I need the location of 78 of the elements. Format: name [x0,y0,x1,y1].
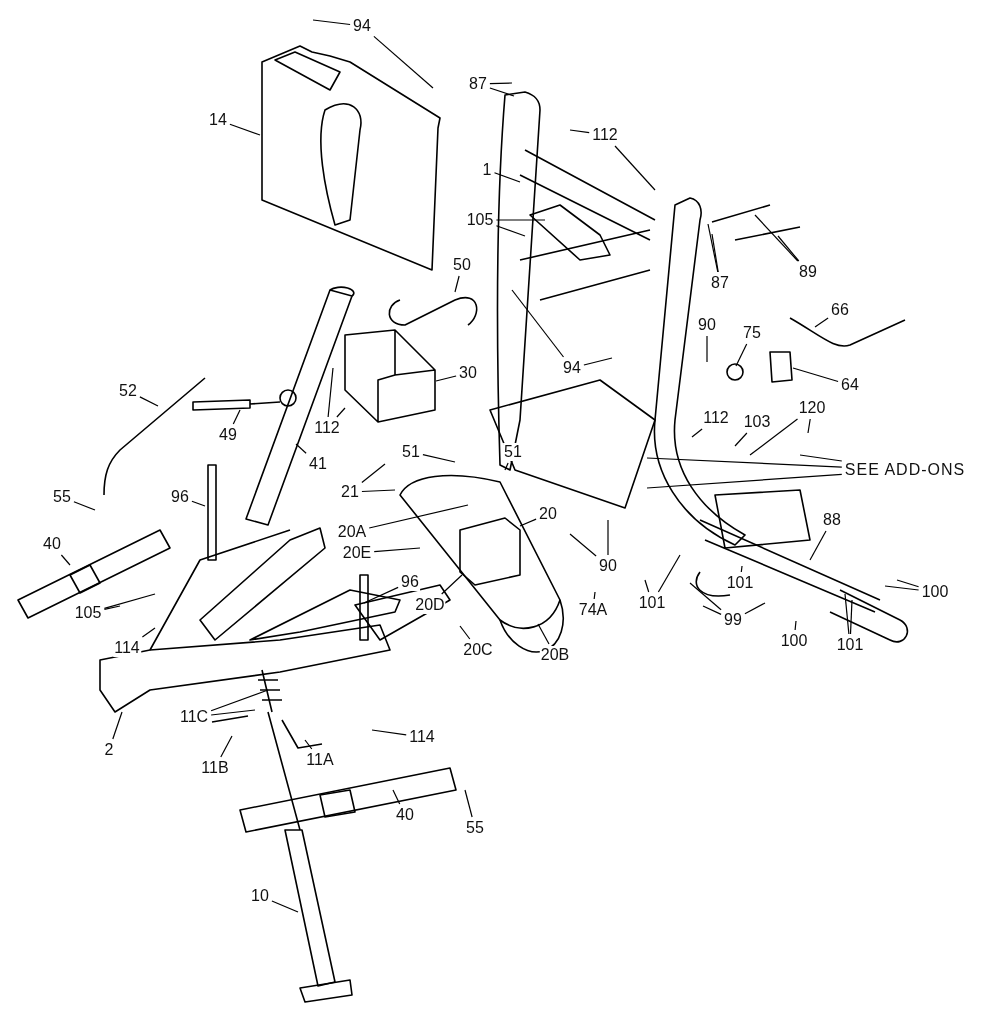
leader-line [749,418,799,456]
leader-line [441,574,463,595]
leader-line [809,530,827,561]
leader-line [614,145,656,191]
leader-line [734,432,748,447]
leader-line [103,605,121,610]
leader-line [807,418,811,434]
leader-line [691,428,703,438]
leader-line [583,357,613,366]
leader-line [191,500,206,507]
leader-line [646,473,843,489]
callout-number: 114 [113,639,141,657]
leader-line [304,739,313,750]
callout-number: 20D [414,596,446,614]
leader-line [210,689,269,712]
leader-line [607,519,609,556]
leader-line [646,457,843,468]
leader-line [112,711,123,740]
leader-line [799,454,843,462]
leader-line [103,593,156,609]
leader-line [711,233,719,273]
leader-line [777,235,800,262]
leader-line [139,396,159,407]
leader-line [740,565,743,573]
leader-line [744,602,766,615]
leader-line [884,585,920,591]
leader-line [295,443,307,454]
leader-line [814,317,829,328]
leader-line [495,225,526,237]
leader-line [569,533,597,557]
leader-line [495,219,546,221]
leader-line [849,599,853,635]
leader-line [511,289,565,358]
leader-line [210,709,256,716]
leader-line [361,489,396,493]
leader-line [896,579,920,588]
leader-line [519,518,537,527]
leader-line [336,407,346,418]
leader-line [368,504,469,529]
callout-number: 51 [503,443,523,461]
leader-line [489,87,515,97]
leader-line [373,35,434,89]
leader-line [371,729,407,736]
leader-line [363,586,399,604]
leader-line [373,547,421,553]
leader-line [706,335,708,363]
leader-line [844,593,850,635]
callout-number: 96 [400,573,420,591]
leader-line [702,605,722,615]
leader-line [392,789,401,805]
leader-line [435,375,457,382]
leader-line [464,789,473,818]
leader-line [327,367,334,418]
leader-line [271,900,299,913]
leader-line [644,579,650,593]
leader-line [141,627,156,638]
leader-line [232,409,241,425]
leader-line [537,623,550,645]
leader-line [60,554,71,566]
leader-line [735,343,748,367]
leader-line [312,19,351,26]
leader-line [422,454,456,463]
leader-line [229,123,261,136]
leader-line [794,620,797,631]
leader-line [657,554,681,593]
leader-line [454,275,460,293]
leader-line [689,582,722,611]
leader-line [220,735,233,758]
leader-line [489,82,513,85]
leader-line [361,463,386,484]
leader-line [73,501,96,511]
leader-line [569,129,590,134]
leader-line [754,214,799,262]
leader-line [504,462,509,471]
leader-line [459,625,471,640]
leader-line [493,172,521,183]
leader-line [792,367,839,383]
leader-line [593,591,596,600]
